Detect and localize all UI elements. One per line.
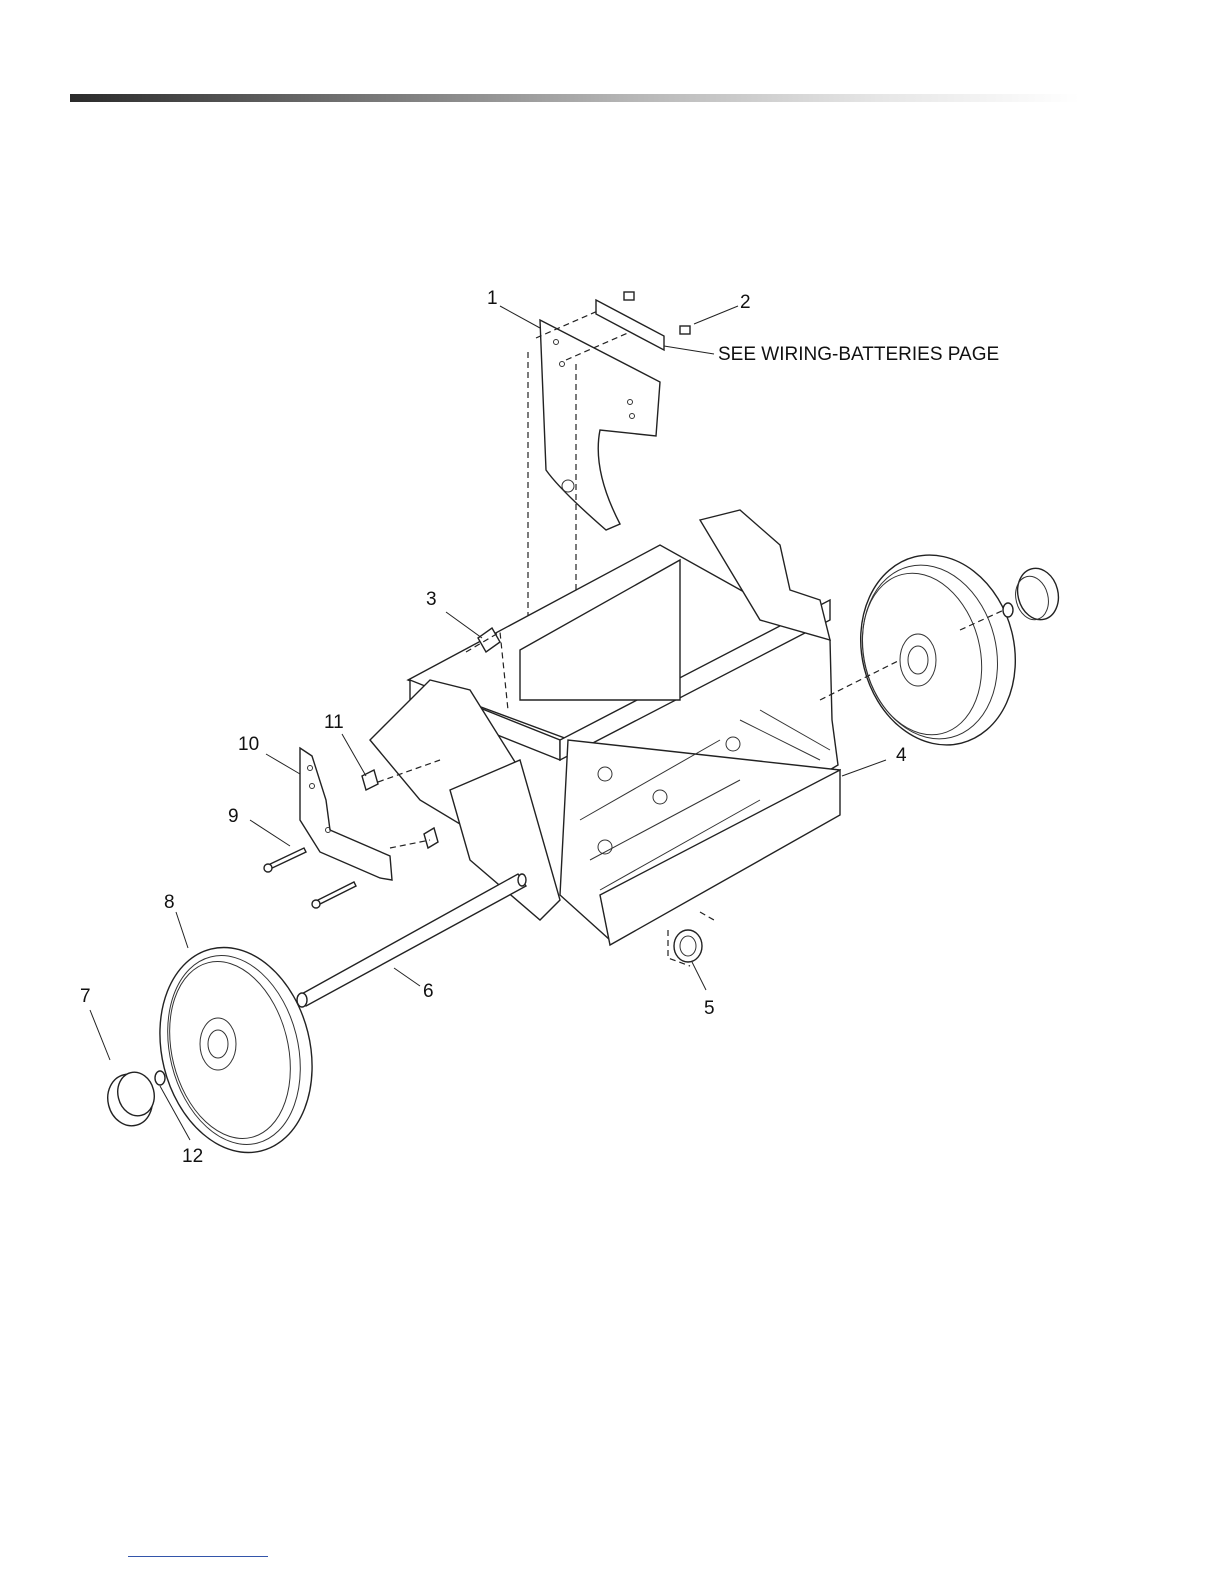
right-wheel — [820, 538, 1035, 761]
callout-11: 11 — [324, 712, 344, 733]
chassis-body — [370, 510, 840, 945]
callout-9: 9 — [228, 806, 239, 827]
part-5-bushing — [668, 912, 714, 966]
callout-4: 4 — [896, 745, 907, 766]
right-hubcap — [1003, 564, 1064, 624]
callout-8: 8 — [164, 892, 175, 913]
callout-3: 3 — [426, 589, 437, 610]
part-7-hubcap — [102, 1068, 158, 1130]
callout-12: 12 — [182, 1146, 203, 1167]
part-1-mounting-plate — [540, 320, 660, 530]
callout-6: 6 — [423, 981, 434, 1002]
callout-2: 2 — [740, 292, 751, 313]
part-2-bracket-nuts — [596, 292, 690, 350]
part-12-retainer-ring — [155, 1071, 165, 1085]
footer-link-underline[interactable] — [128, 1556, 268, 1557]
callout-7: 7 — [80, 986, 91, 1007]
part-10-side-bracket — [300, 748, 392, 880]
callout-1: 1 — [487, 288, 498, 309]
part-8-left-wheel — [139, 931, 333, 1169]
callout-5: 5 — [704, 998, 715, 1019]
wiring-reference-note: SEE WIRING-BATTERIES PAGE — [718, 344, 999, 365]
callout-10: 10 — [238, 734, 259, 755]
